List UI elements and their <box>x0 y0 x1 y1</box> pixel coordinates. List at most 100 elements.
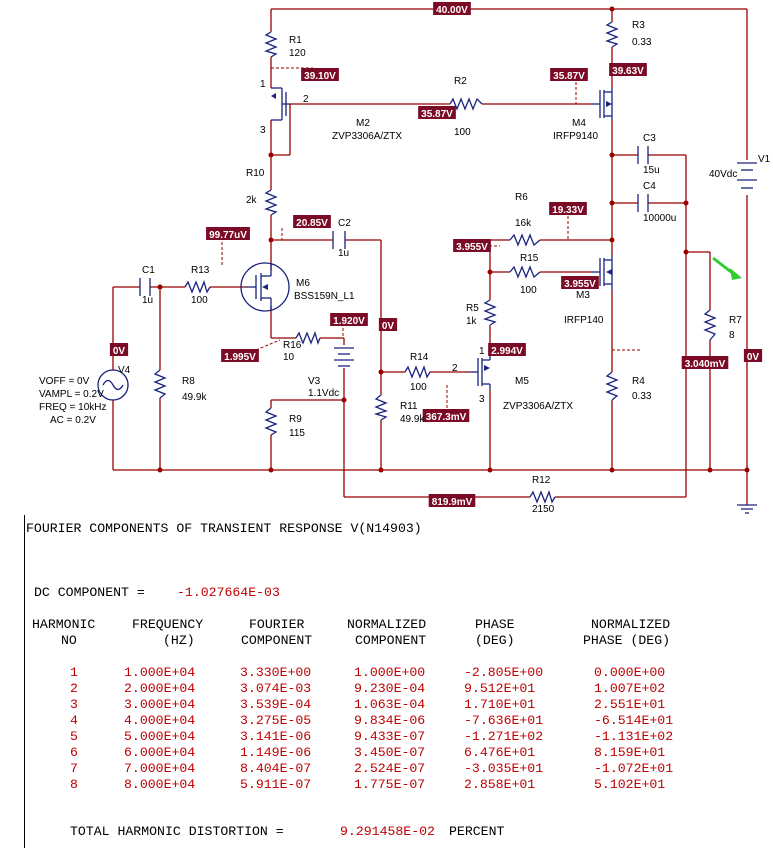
node-voltage-text: 0V <box>382 321 395 332</box>
r13-value: 100 <box>191 295 208 306</box>
r11-ref: R11 <box>400 401 418 412</box>
harmonic-cell: 3.000E+04 <box>124 697 196 712</box>
m4-value: IRFP9140 <box>553 131 598 142</box>
harmonic-cell: -1.131E+02 <box>594 729 674 744</box>
m5-pin3: 3 <box>479 394 485 405</box>
node-voltage-badge: 1.995V <box>221 349 259 363</box>
harmonic-cell: 6 <box>70 745 78 760</box>
r3-value: 0.33 <box>632 37 652 48</box>
resistor-r14 <box>404 365 431 379</box>
node-voltage-text: 0V <box>113 346 126 357</box>
thd-unit: PERCENT <box>449 824 505 839</box>
resistor-r8 <box>153 369 167 399</box>
m5-pin1: 1 <box>479 346 485 357</box>
harmonic-cell: 1.007E+02 <box>594 681 666 696</box>
c3-value: 15u <box>643 165 660 176</box>
resistors <box>153 21 717 504</box>
node-voltage-text: 1.920V <box>333 316 365 327</box>
node-voltage-badge: 35.87V <box>418 106 456 120</box>
resistor-r6 <box>509 233 541 247</box>
node-voltage-badge: 99.77uV <box>206 227 250 241</box>
ground-symbol <box>737 504 757 514</box>
probe-marker <box>712 256 742 280</box>
harmonic-cell: -7.636E+01 <box>464 713 544 728</box>
m2-ref: M2 <box>356 118 370 129</box>
harmonic-cell: 8 <box>70 777 78 792</box>
capacitor-c2 <box>332 231 346 249</box>
harmonic-cell: 3.275E-05 <box>240 713 312 728</box>
col-header-harmonic: HARMONIC <box>32 617 96 632</box>
harmonic-cell: 5.000E+04 <box>124 729 196 744</box>
harmonic-cell: 9.230E-04 <box>354 681 426 696</box>
harmonic-cell: 8.000E+04 <box>124 777 196 792</box>
harmonic-cell: 7 <box>70 761 78 776</box>
resistor-r16 <box>295 331 321 345</box>
node-voltage-text: 0V <box>747 352 760 363</box>
node-voltage-text: 3.955V <box>456 242 488 253</box>
r8-value: 49.9k <box>182 392 207 403</box>
harmonic-cell: -1.271E+02 <box>464 729 544 744</box>
capacitors <box>139 146 649 296</box>
resistor-r15 <box>509 265 541 279</box>
harmonic-cell: 1.775E-07 <box>354 777 426 792</box>
harmonic-cell: 1.000E+00 <box>354 665 426 680</box>
col-header-normalized: NORMALIZED <box>347 617 427 632</box>
col-header-phase: PHASE <box>475 617 515 632</box>
r13-ref: R13 <box>191 265 210 276</box>
harmonic-cell: 8.159E+01 <box>594 745 666 760</box>
harmonic-cell: 3.074E-03 <box>240 681 312 696</box>
node-voltage-badge: 0V <box>743 349 763 363</box>
dc-component-value: -1.027664E-03 <box>177 585 280 600</box>
col-header-fourier: FOURIER <box>249 617 305 632</box>
harmonic-cell: 1.000E+04 <box>124 665 196 680</box>
node-voltage-badge: 40.00V <box>433 2 471 16</box>
dc-component-label: DC COMPONENT = <box>34 585 145 600</box>
v1-ref: V1 <box>758 154 771 165</box>
voltage-source-v4 <box>97 369 129 401</box>
harmonic-cell: 2 <box>70 681 78 696</box>
m3-ref: M3 <box>576 290 590 301</box>
r14-value: 100 <box>410 382 427 393</box>
col-header-norm-phase-sub: PHASE (DEG) <box>583 633 671 648</box>
node-voltage-badge: 35.87V <box>550 68 588 82</box>
resistor-r1 <box>264 31 278 58</box>
harmonic-cell: 8.404E-07 <box>240 761 312 776</box>
capacitor-c4 <box>637 194 649 212</box>
harmonic-cell: 2.000E+04 <box>124 681 196 696</box>
node-voltage-badge: 2.994V <box>488 343 526 357</box>
resistor-r11 <box>373 394 388 421</box>
fourier-title: FOURIER COMPONENTS OF TRANSIENT RESPONSE… <box>26 521 422 536</box>
c2-ref: C2 <box>338 218 351 229</box>
capacitor-c3 <box>637 146 649 164</box>
thd-value: 9.291458E-02 <box>340 824 435 839</box>
harmonic-cell: 9.834E-06 <box>354 713 426 728</box>
node-voltage-badge: 1.920V <box>330 313 368 327</box>
r1-ref: R1 <box>289 35 302 46</box>
m2-pin2: 2 <box>303 94 309 105</box>
r2-ref: R2 <box>454 76 467 87</box>
node-voltage-text: 3.040mV <box>685 359 726 370</box>
mosfet-m4 <box>592 88 613 120</box>
harmonic-cell: 1.149E-06 <box>240 745 312 760</box>
node-voltage-text: 39.63V <box>612 66 644 77</box>
r12-ref: R12 <box>532 475 551 486</box>
harmonic-cell: 7.000E+04 <box>124 761 196 776</box>
node-voltage-badge: 39.10V <box>301 68 339 82</box>
r2-value: 100 <box>454 127 471 138</box>
battery-v3 <box>334 347 354 367</box>
harmonic-cell: 9.433E-07 <box>354 729 426 744</box>
harmonic-cell: -3.035E+01 <box>464 761 544 776</box>
r10-value: 2k <box>246 195 258 206</box>
node-voltage-text: 35.87V <box>421 109 453 120</box>
r5-ref: R5 <box>466 303 479 314</box>
r15-ref: R15 <box>520 253 539 264</box>
harmonic-cell: -2.805E+00 <box>464 665 544 680</box>
resistor-r2 <box>449 97 483 111</box>
harmonic-cell: -1.072E+01 <box>594 761 674 776</box>
r4-ref: R4 <box>632 376 645 387</box>
node-voltage-badge: 3.955V <box>561 276 599 290</box>
harmonic-cell: 3.330E+00 <box>240 665 312 680</box>
c1-ref: C1 <box>142 265 155 276</box>
node-voltage-badge: 367.3mV <box>422 409 470 423</box>
node-voltage-badge: 819.9mV <box>428 494 476 508</box>
